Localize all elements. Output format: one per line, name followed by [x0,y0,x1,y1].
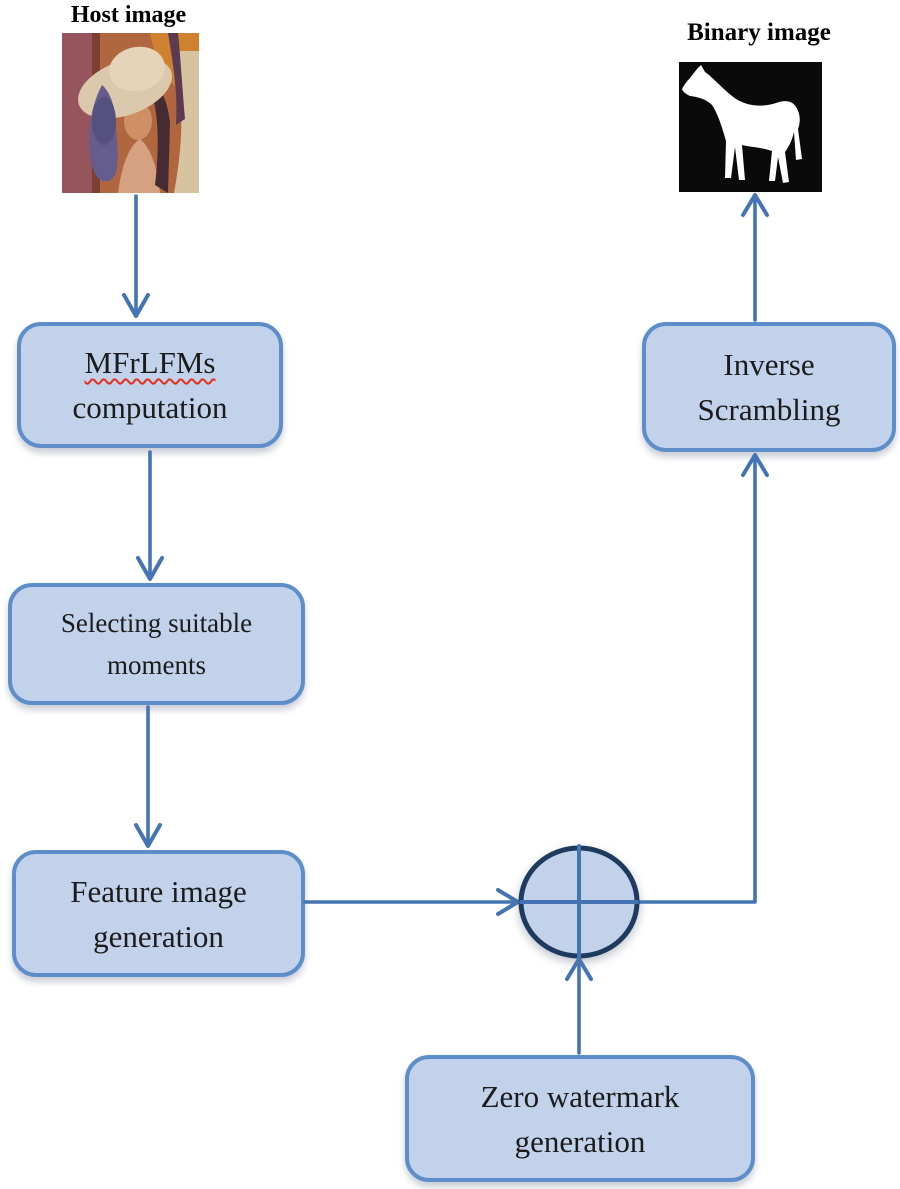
node-label-line1: MFrLFMs [84,345,216,380]
arrow-selecting-to-feature [134,705,162,848]
arrow-mfrlfms-to-selecting [136,450,164,581]
node-label-line2: Scrambling [697,392,841,427]
node-label-line1: Selecting suitable [60,608,253,638]
node-inverse-scrambling: Inverse Scrambling [642,322,896,452]
node-label-line2: generation [514,1123,646,1159]
lena-photo-icon [62,33,199,193]
horse-silhouette-icon [679,62,822,192]
node-label-line1: Zero watermark [480,1078,680,1114]
node-mfrlfms-computation: MFrLFMs computation [17,322,283,448]
arrow-zero-watermark-to-xor [565,957,593,1055]
binary-image-label: Binary image [687,19,831,46]
connector-xor-to-inverse [638,453,769,904]
xor-circle-icon [518,844,640,960]
node-feature-image-generation: Feature image generation [12,850,305,977]
host-image-label: Host image [70,2,187,28]
node-label-line1: Feature image [70,873,247,909]
node-label-line1: Inverse [723,347,815,382]
arrow-inverse-to-binary [741,193,769,322]
binary-image-thumbnail [679,62,822,192]
node-label-line2: moments [107,650,206,680]
node-selecting-suitable-moments: Selecting suitable moments [8,583,305,705]
arrow-feature-to-xor [303,888,520,916]
host-image-thumbnail [62,33,199,193]
node-label-line2: computation [72,390,228,425]
arrow-host-to-mfrlfms [122,194,150,318]
node-label-line2: generation [93,918,224,954]
node-zero-watermark-generation: Zero watermark generation [405,1055,755,1182]
